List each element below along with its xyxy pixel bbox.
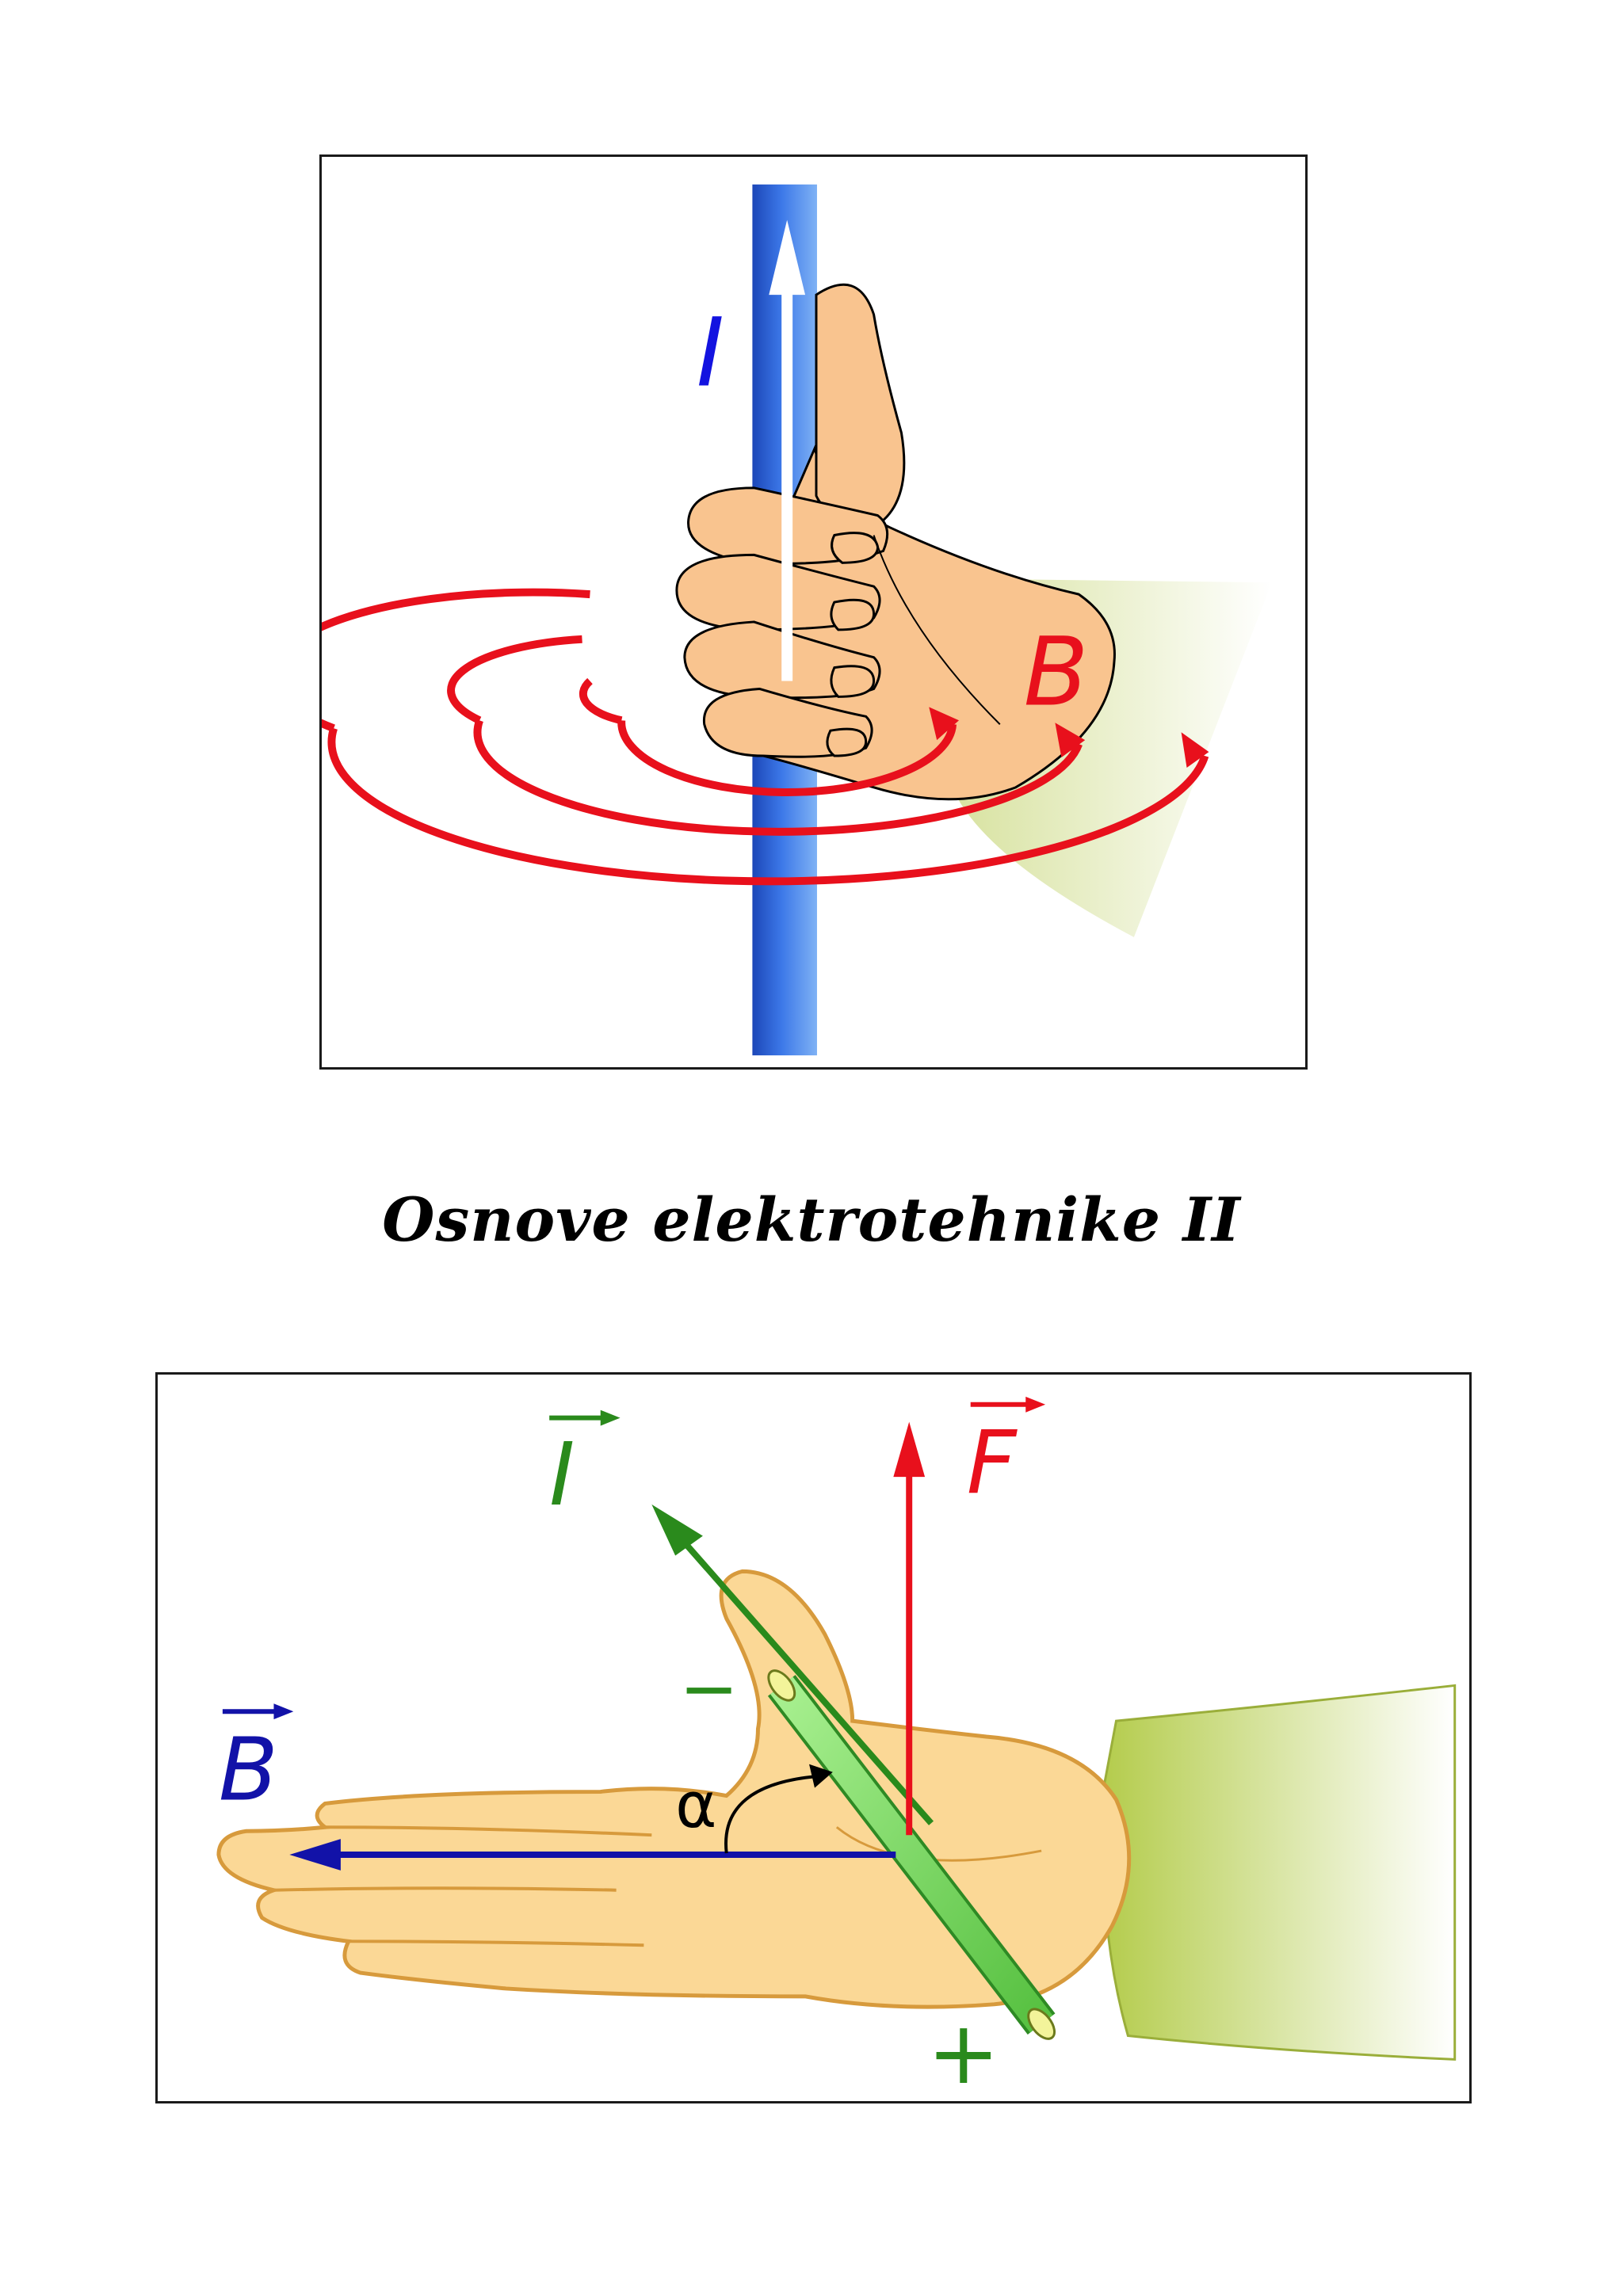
minus-label: − [679,1648,739,1730]
hand-icon [216,1569,1132,2009]
grip-rule-diagram: I B [322,184,1272,1056]
sleeve [1102,1684,1457,2061]
field-label: B [1024,617,1089,727]
page-title: Osnove elektrotehnike II [382,1184,1241,1255]
current-arrow [769,219,806,681]
field-label: B [219,1703,294,1820]
current-label: I [697,298,724,408]
field-lines-back [322,588,623,732]
current-label: I [549,1409,621,1525]
conductor-rod [767,1669,1056,2040]
field-arrowheads [929,707,1209,768]
svg-text:I: I [549,1425,575,1525]
hand-icon [675,283,1116,801]
angle-label: α [675,1768,716,1842]
force-label: F [967,1396,1046,1513]
current-vector [651,1504,934,1825]
force-vector [893,1421,926,1836]
field-lines-front [327,719,1209,886]
field-vector [289,1839,896,1871]
svg-text:F: F [967,1413,1018,1513]
plus-label: + [927,2003,1000,2101]
right-hand-grip-figure: I B [319,154,1308,1070]
svg-text:B: B [219,1719,278,1820]
angle-arc [724,1764,833,1854]
left-hand-rule-figure: I F B α − + [155,1372,1472,2103]
left-hand-rule-diagram: I F B α − + [216,1396,1457,2101]
